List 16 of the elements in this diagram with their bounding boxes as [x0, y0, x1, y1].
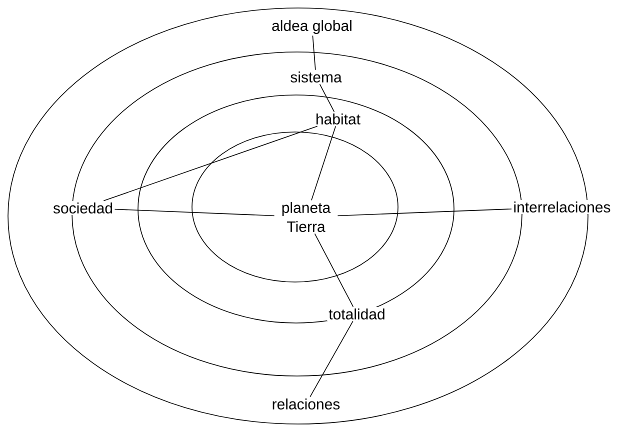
text-label: aldea global [270, 18, 354, 36]
text-label: planeta Tierra [274, 200, 338, 234]
connector-line [114, 208, 275, 216]
text-label: habitat [314, 112, 362, 126]
connector-line [337, 208, 512, 216]
connector-line [103, 126, 318, 202]
connector-line [319, 84, 335, 112]
text-label: relaciones [270, 396, 342, 411]
connector-line [311, 126, 336, 201]
text-label: sociedad [51, 200, 115, 215]
connector-line [310, 320, 354, 398]
connector-line [314, 233, 354, 308]
text-label: interrelaciones [512, 200, 612, 214]
text-label: totalidad [327, 306, 387, 321]
connector-line [312, 35, 316, 70]
text-label: sistema [288, 70, 344, 84]
